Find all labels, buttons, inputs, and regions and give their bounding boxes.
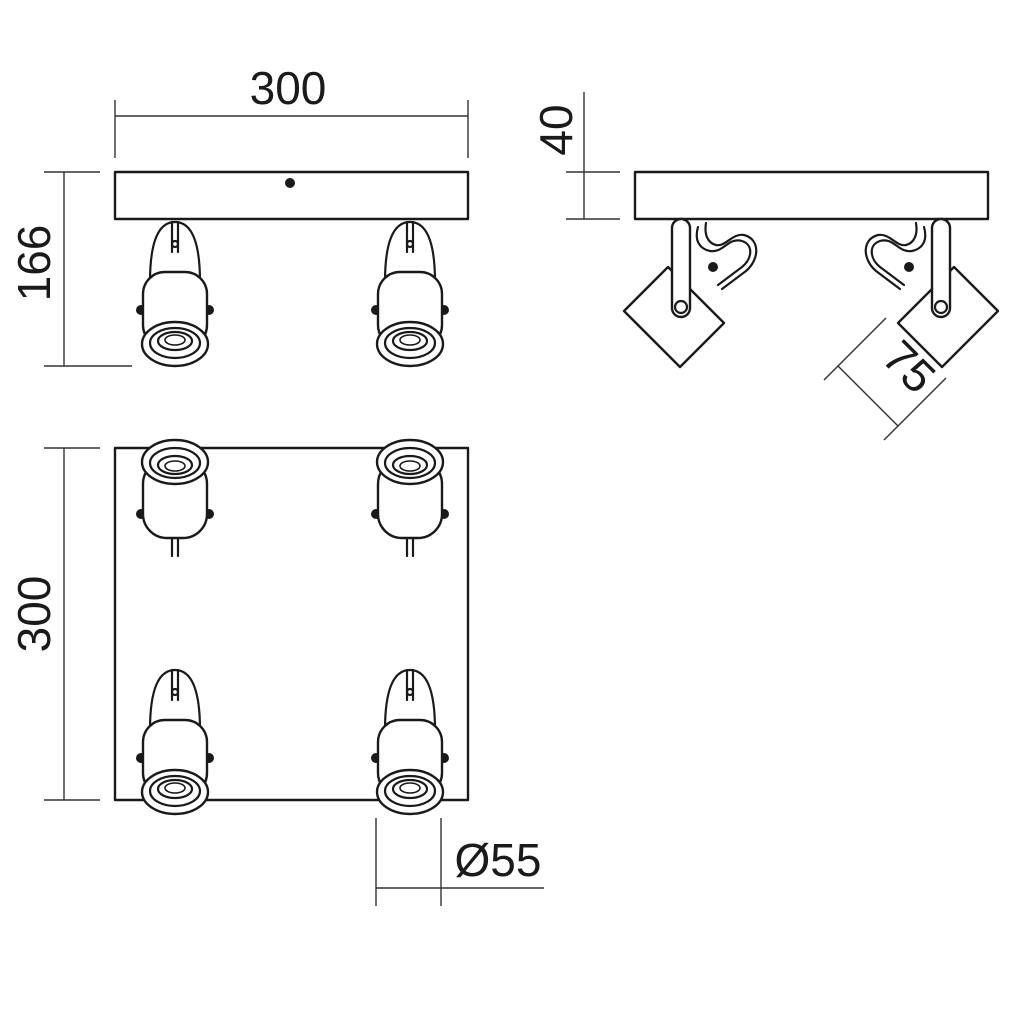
dimension-label-front-width: 300 bbox=[250, 62, 327, 114]
dimension-front-height: 166 bbox=[8, 171, 132, 367]
dimension-side-thickness: 40 bbox=[530, 92, 620, 220]
side-view-base-plate bbox=[633, 170, 990, 221]
mounting-hole bbox=[285, 178, 295, 188]
side-view bbox=[622, 170, 1000, 369]
dimension-label-front-height: 166 bbox=[8, 225, 60, 302]
front-view bbox=[113, 170, 470, 368]
dimension-front-width: 300 bbox=[114, 62, 469, 158]
top-view bbox=[113, 438, 470, 816]
dimension-label-side-thickness: 40 bbox=[530, 104, 582, 155]
dimension-label-top-depth: 300 bbox=[8, 576, 60, 653]
side-spotlight-right bbox=[864, 217, 1000, 369]
front-spotlight-left bbox=[134, 220, 216, 368]
dimension-spot-diameter: Ø55 bbox=[375, 818, 544, 906]
front-spotlight-right bbox=[369, 220, 451, 368]
dimension-label-spot-diameter: Ø55 bbox=[455, 834, 542, 886]
side-spotlight-left bbox=[622, 217, 758, 369]
dimension-top-depth: 300 bbox=[8, 447, 100, 801]
